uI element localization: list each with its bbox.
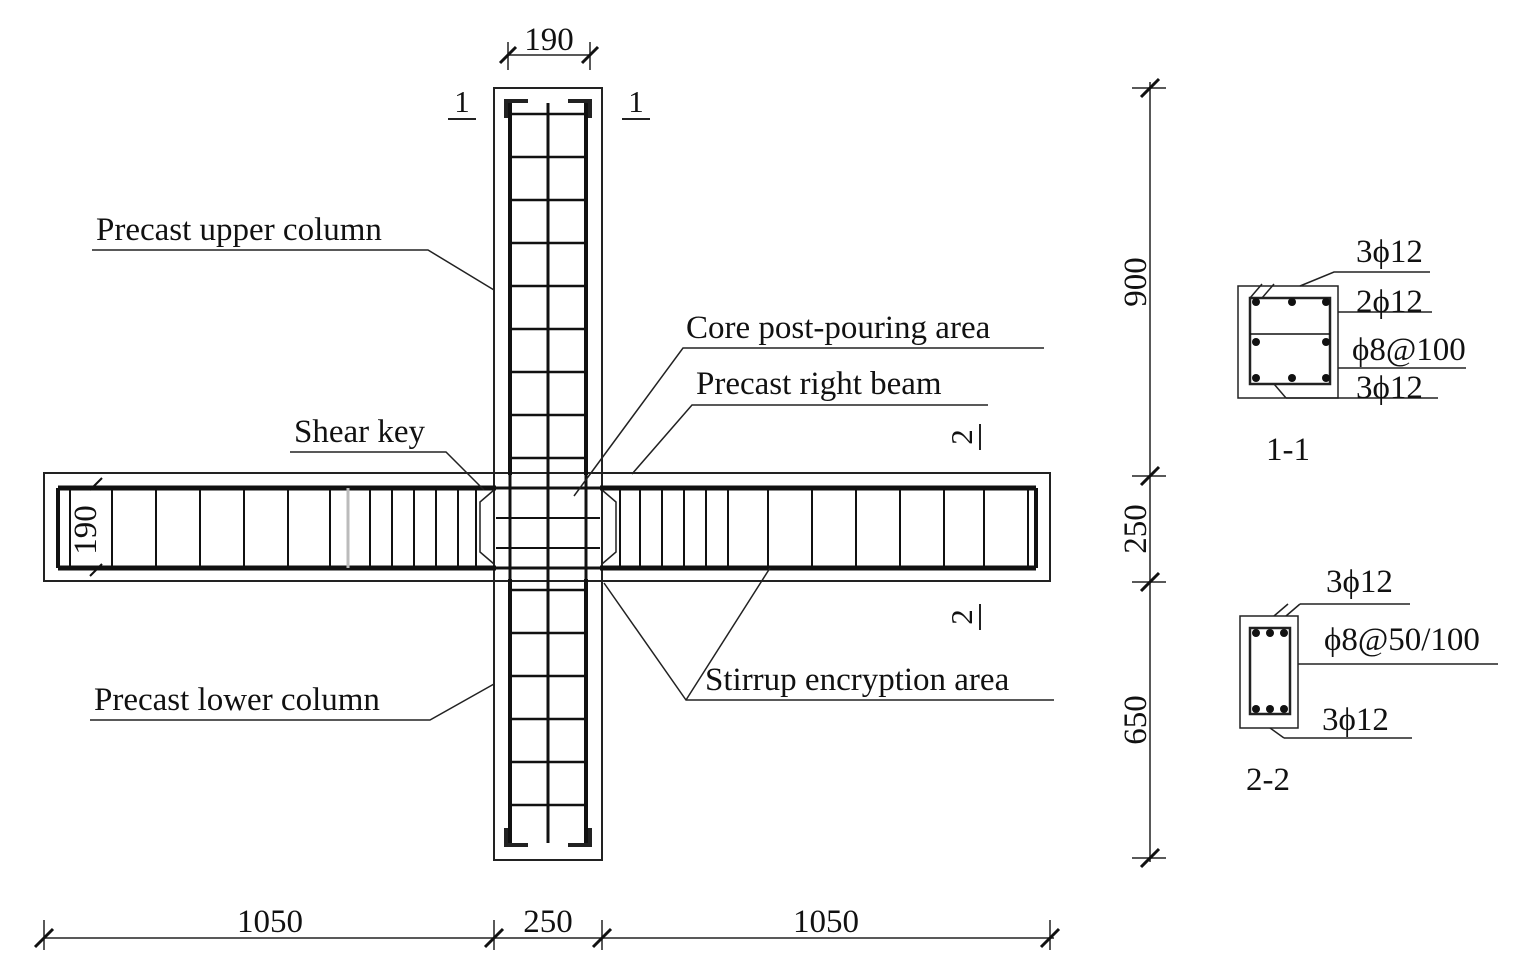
- section-2-2: 3ϕ12 ϕ8@50/100 3ϕ12 2-2: [1239, 564, 1498, 798]
- section-mark-2-top: 2: [944, 424, 981, 450]
- dim-top-190: 190: [498, 22, 600, 70]
- section-mark-1-right: 1: [622, 84, 650, 120]
- section-mark-2-bottom: 2: [944, 604, 981, 630]
- core-post-pouring-area: [496, 475, 600, 579]
- shear-key-right: [601, 489, 617, 565]
- beam-stirrups: [69, 488, 1029, 568]
- dim-beam-height: 190: [68, 477, 104, 577]
- section-2-top-number: 2: [944, 429, 979, 445]
- dim-text-right-span: 1050: [793, 904, 859, 940]
- dim-text-top-col-width: 190: [524, 22, 574, 58]
- dim-text-upper-height: 900: [1118, 257, 1154, 307]
- dim-text-lower-height: 650: [1118, 695, 1154, 745]
- label-right-beam: Precast right beam: [696, 366, 942, 402]
- column-stirrups: [510, 112, 586, 807]
- section-1-right-number: 1: [628, 84, 644, 119]
- leader-shear-key: Shear key: [290, 414, 485, 491]
- dim-text-beam-height: 190: [68, 505, 104, 555]
- section-mark-1-left: 1: [448, 84, 476, 120]
- label-lower-column: Precast lower column: [94, 682, 380, 718]
- label-upper-column: Precast upper column: [96, 212, 382, 248]
- section-2-2-bars: [1252, 629, 1288, 713]
- section-2-2-rebar-bottom: 3ϕ12: [1322, 702, 1389, 738]
- dim-bottom-chain: 1050 250 1050: [33, 904, 1061, 950]
- section-2-2-title: 2-2: [1246, 762, 1290, 798]
- dim-text-left-span: 1050: [237, 904, 303, 940]
- section-2-2-rebar-top: 3ϕ12: [1326, 564, 1393, 600]
- section-1-1-bars: [1252, 298, 1330, 382]
- section-1-1: 3ϕ12 2ϕ12 ϕ8@100 3ϕ12 1-1: [1237, 234, 1466, 468]
- section-1-1-rebar-bottom: 3ϕ12: [1356, 370, 1423, 406]
- section-2-2-stirrup: ϕ8@50/100: [1324, 622, 1480, 658]
- label-stirrup-area: Stirrup encryption area: [705, 662, 1010, 698]
- section-1-1-title: 1-1: [1266, 432, 1310, 468]
- section-1-left-number: 1: [454, 84, 470, 119]
- dim-vertical-chain: 900 250 650: [1118, 77, 1166, 869]
- dim-text-core-width: 250: [523, 904, 573, 940]
- label-shear-key: Shear key: [294, 414, 426, 450]
- leader-right-beam: Precast right beam: [631, 366, 988, 475]
- shear-key-left: [479, 489, 495, 565]
- leader-stirrup-area: Stirrup encryption area: [603, 567, 1054, 701]
- section-1-1-rebar-top: 3ϕ12: [1356, 234, 1423, 270]
- section-1-1-rebar-mid: 2ϕ12: [1356, 284, 1423, 320]
- dim-text-core-height: 250: [1118, 504, 1154, 554]
- leader-lower-column: Precast lower column: [90, 682, 495, 721]
- section-2-bottom-number: 2: [944, 609, 979, 625]
- leader-core-area: Core post-pouring area: [573, 310, 1044, 497]
- label-core-area: Core post-pouring area: [686, 310, 991, 346]
- section-1-1-stirrup: ϕ8@100: [1352, 332, 1466, 368]
- leader-upper-column: Precast upper column: [92, 212, 495, 291]
